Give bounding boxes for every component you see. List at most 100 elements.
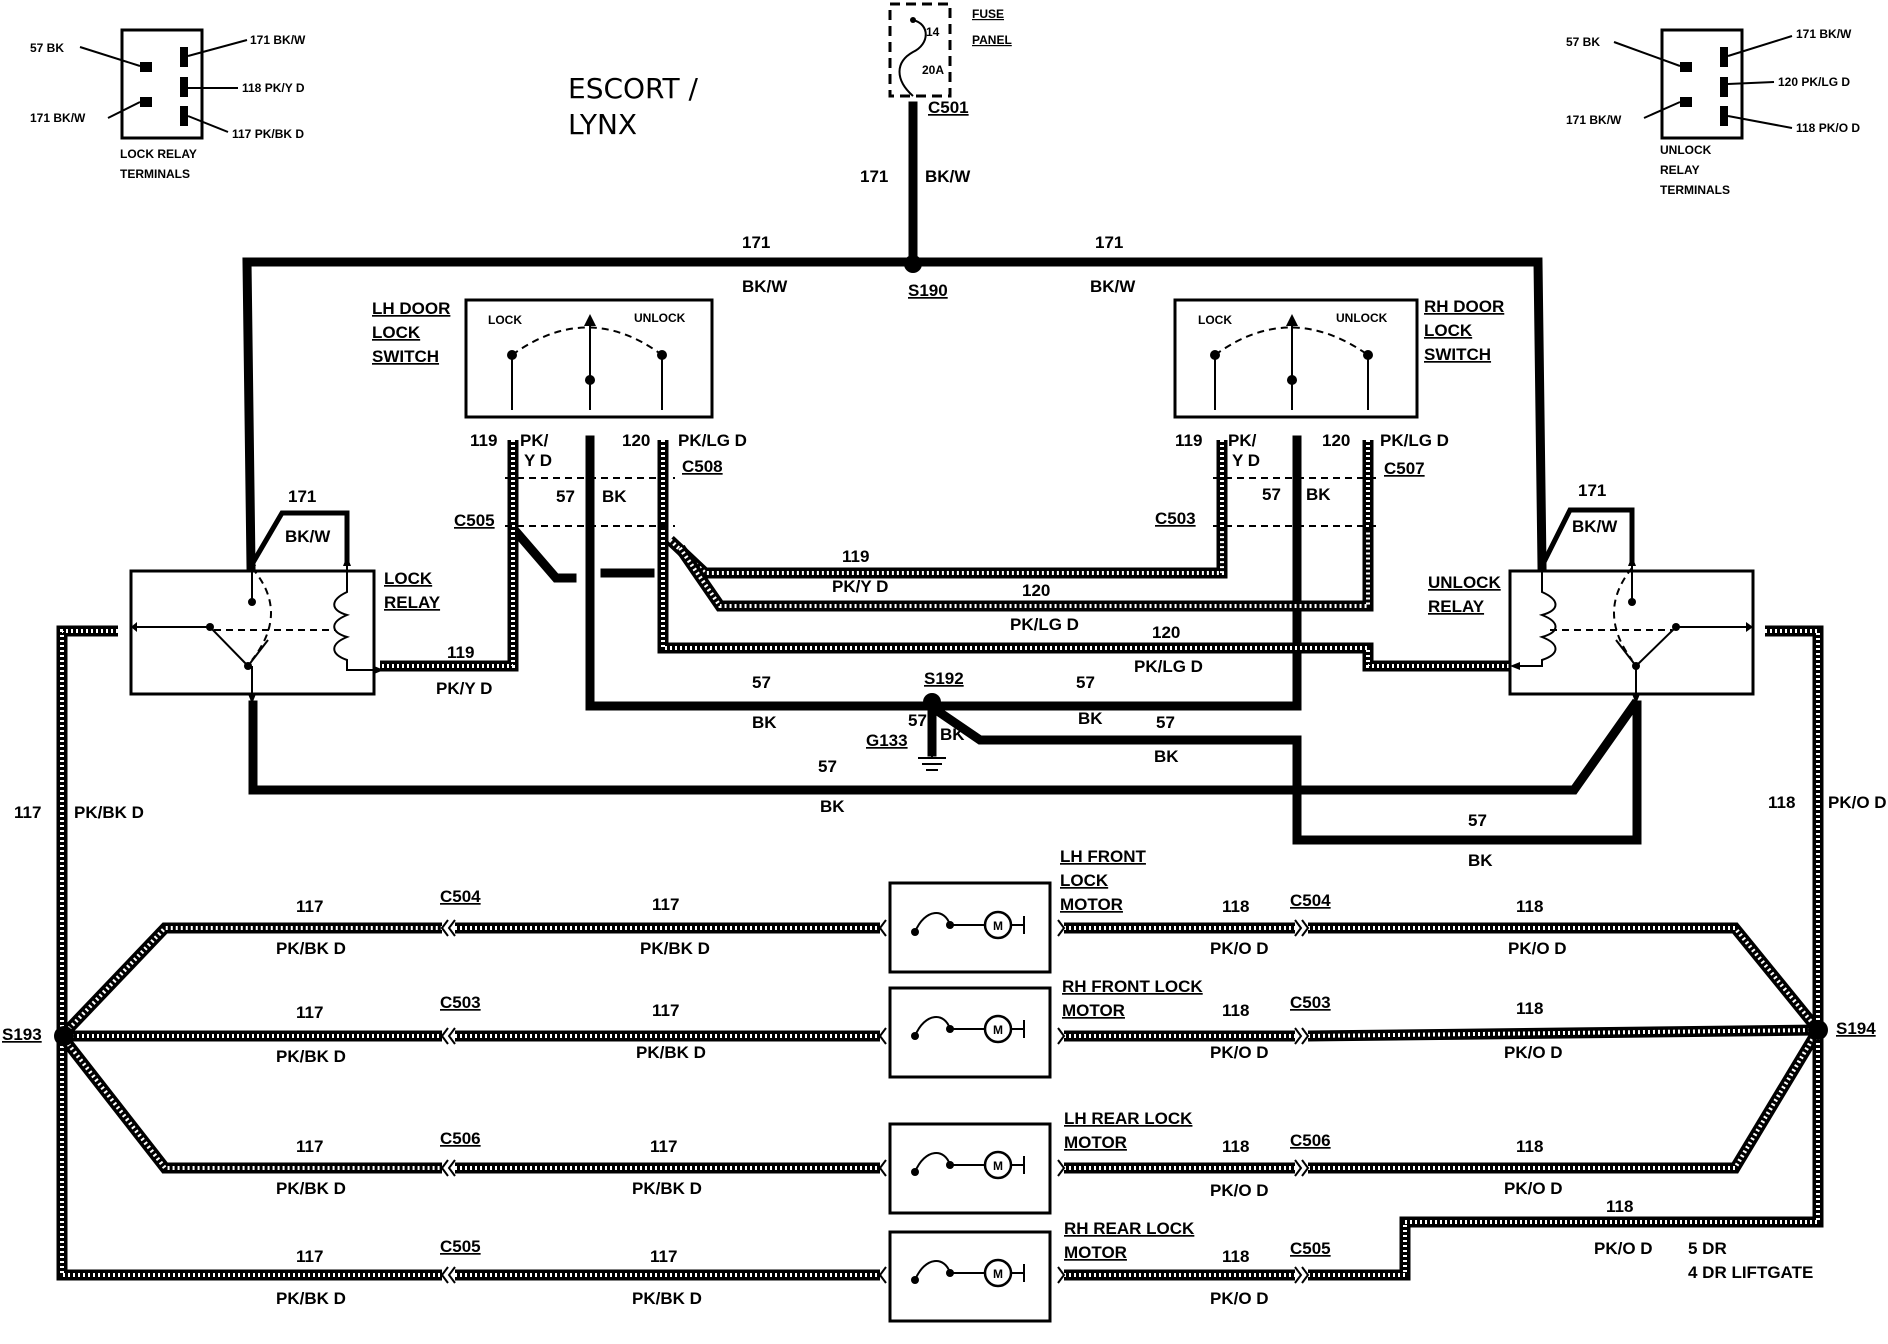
connector-c506-right: C506 [1290, 1131, 1331, 1150]
rh-switch-lock: LOCK [1198, 313, 1232, 327]
w118-lf-1: 118 [1222, 897, 1249, 916]
rh-wire-bk: BK [1306, 485, 1331, 504]
unlock-relay: UNLOCK RELAY [1428, 556, 1755, 704]
lh-wire-pklgd: PK/LG D [678, 431, 747, 450]
ground-symbol [918, 752, 946, 771]
w118-lr-1: 118 [1222, 1137, 1249, 1156]
pkbkd-lr-1: PK/BK D [276, 1179, 346, 1198]
motor-rh-front: M [888, 986, 1052, 1079]
solid-wires [242, 101, 1642, 845]
w117-lr-1: 117 [296, 1137, 323, 1156]
lock-relay-wire-bkw: BK/W [285, 527, 331, 546]
title-line-2: LYNX [568, 108, 637, 141]
wire-57-lh-switch [585, 435, 935, 711]
wire-label-bkw-feed: BK/W [925, 167, 971, 186]
fuse-rating: 20A [922, 63, 944, 77]
note-5dr: 5 DR [1688, 1239, 1727, 1258]
motor-lh-front: M [888, 881, 1052, 974]
left-column-pkbkd: PK/BK D [74, 803, 144, 822]
w118-lf-2: 118 [1516, 897, 1543, 916]
lh-switch-label-3: SWITCH [372, 347, 439, 366]
urt-pin-171-left: 171 BK/W [1566, 113, 1622, 127]
rh-switch-label-3: SWITCH [1424, 345, 1491, 364]
lh-door-lock-switch: LOCK UNLOCK LH DOOR LOCK SWITCH [372, 298, 714, 419]
connector-c505-left: C505 [440, 1237, 481, 1256]
motor-symbol-4: M [993, 1267, 1003, 1281]
lock-relay-wire-171: 171 [288, 487, 316, 506]
gnd-wire-bk-c: BK [1154, 747, 1179, 766]
motor-symbol-1: M [993, 919, 1003, 933]
lh-rear-motor-label-1: LH REAR LOCK [1064, 1109, 1193, 1128]
cross-wire-120a: 120 [1022, 581, 1050, 600]
w118-rf-1: 118 [1222, 1001, 1249, 1020]
lrt-pin-57: 57 BK [30, 41, 64, 55]
lock-relay-terminals: 57 BK 171 BK/W 171 BK/W 118 PK/Y D 117 P… [30, 28, 306, 181]
connector-c504-right: C504 [1290, 891, 1331, 910]
cross-wire-pkyd: PK/Y D [832, 577, 888, 596]
splice-s194-label: S194 [1836, 1019, 1876, 1038]
right-column-pkod: PK/O D [1828, 793, 1887, 812]
motor-lh-rear: M [888, 1122, 1052, 1215]
pkod-lr-1: PK/O D [1210, 1181, 1269, 1200]
unlock-relay-wire-bkw: BK/W [1572, 517, 1618, 536]
rh-rear-motor-label-1: RH REAR LOCK [1064, 1219, 1195, 1238]
unlock-relay-wire-171: 171 [1578, 481, 1606, 500]
lh-front-motor-label-2: LOCK [1060, 871, 1109, 890]
cross-wire-pklgd-a: PK/LG D [1010, 615, 1079, 634]
w117-rf-1: 117 [296, 1003, 323, 1022]
rh-wire-pklgd: PK/LG D [1380, 431, 1449, 450]
pkod-liftgate: PK/O D [1594, 1239, 1653, 1258]
connector-c504-left: C504 [440, 887, 481, 906]
gnd-wire-bk-a: BK [752, 713, 777, 732]
lh-wire-119: 119 [470, 431, 497, 450]
lh-switch-lock: LOCK [488, 313, 522, 327]
note-4dr-liftgate: 4 DR LIFTGATE [1688, 1263, 1813, 1282]
w117-lr-2: 117 [650, 1137, 677, 1156]
wire-label-171-right: 171 [1095, 233, 1123, 252]
unlock-relay-terminals: 57 BK 171 BK/W 171 BK/W 120 PK/LG D 118 … [1566, 27, 1860, 197]
lrt-pin-171-left: 171 BK/W [30, 111, 86, 125]
wire-119-stub [511, 527, 577, 583]
gnd-wire-57-d: 57 [818, 757, 837, 776]
lrt-pin-117: 117 PK/BK D [232, 127, 304, 141]
w117-rf-2: 117 [652, 1001, 679, 1020]
gnd-wire-57-f: 57 [908, 711, 927, 730]
wire-label-bkw-left: BK/W [742, 277, 788, 296]
urt-pin-171-right: 171 BK/W [1796, 27, 1852, 41]
w118-lr-2: 118 [1516, 1137, 1543, 1156]
rh-front-motor-label-2: MOTOR [1062, 1001, 1125, 1020]
pkod-lr-2: PK/O D [1504, 1179, 1563, 1198]
gnd-wire-57-e: 57 [1468, 811, 1487, 830]
rh-door-lock-switch: LOCK UNLOCK RH DOOR LOCK SWITCH [1173, 297, 1504, 419]
lh-switch-label-1: LH DOOR [372, 299, 450, 318]
w117-rr-1: 117 [296, 1247, 323, 1266]
wire-57-rh-switch [927, 435, 1302, 711]
cross-wire-119: 119 [842, 547, 869, 566]
gnd-wire-bk-f: BK [940, 725, 965, 744]
pkod-rf-2: PK/O D [1504, 1043, 1563, 1062]
gnd-wire-bk-e: BK [1468, 851, 1493, 870]
pkbkd-lf-2: PK/BK D [640, 939, 710, 958]
unlock-relay-label-1: UNLOCK [1428, 573, 1501, 592]
w118-liftgate: 118 [1606, 1197, 1633, 1216]
connector-c505-right: C505 [1290, 1239, 1331, 1258]
pkbkd-rf-1: PK/BK D [276, 1047, 346, 1066]
rh-wire-57: 57 [1262, 485, 1281, 504]
relay-wire-pkyd: PK/Y D [436, 679, 492, 698]
motor-rh-rear: M [888, 1230, 1052, 1323]
w118-rf-2: 118 [1516, 999, 1543, 1018]
wire-57-lock-relay [248, 698, 1641, 795]
lh-switch-unlock: UNLOCK [634, 311, 686, 325]
wire-171-unlock-relay [1539, 507, 1635, 568]
urt-pin-57: 57 BK [1566, 35, 1600, 49]
lh-front-motor-label-3: MOTOR [1060, 895, 1123, 914]
urt-caption-1: UNLOCK [1660, 143, 1712, 157]
right-connectors [1057, 919, 1310, 1284]
connector-c505-top: C505 [454, 511, 495, 530]
motor-symbol-3: M [993, 1159, 1003, 1173]
lh-wire-120: 120 [622, 431, 650, 450]
rh-switch-label-2: LOCK [1424, 321, 1473, 340]
wire-171-lock-relay [248, 510, 350, 568]
urt-pin-118: 118 PK/O D [1796, 121, 1860, 135]
rh-wire-yd: Y D [1232, 451, 1260, 470]
